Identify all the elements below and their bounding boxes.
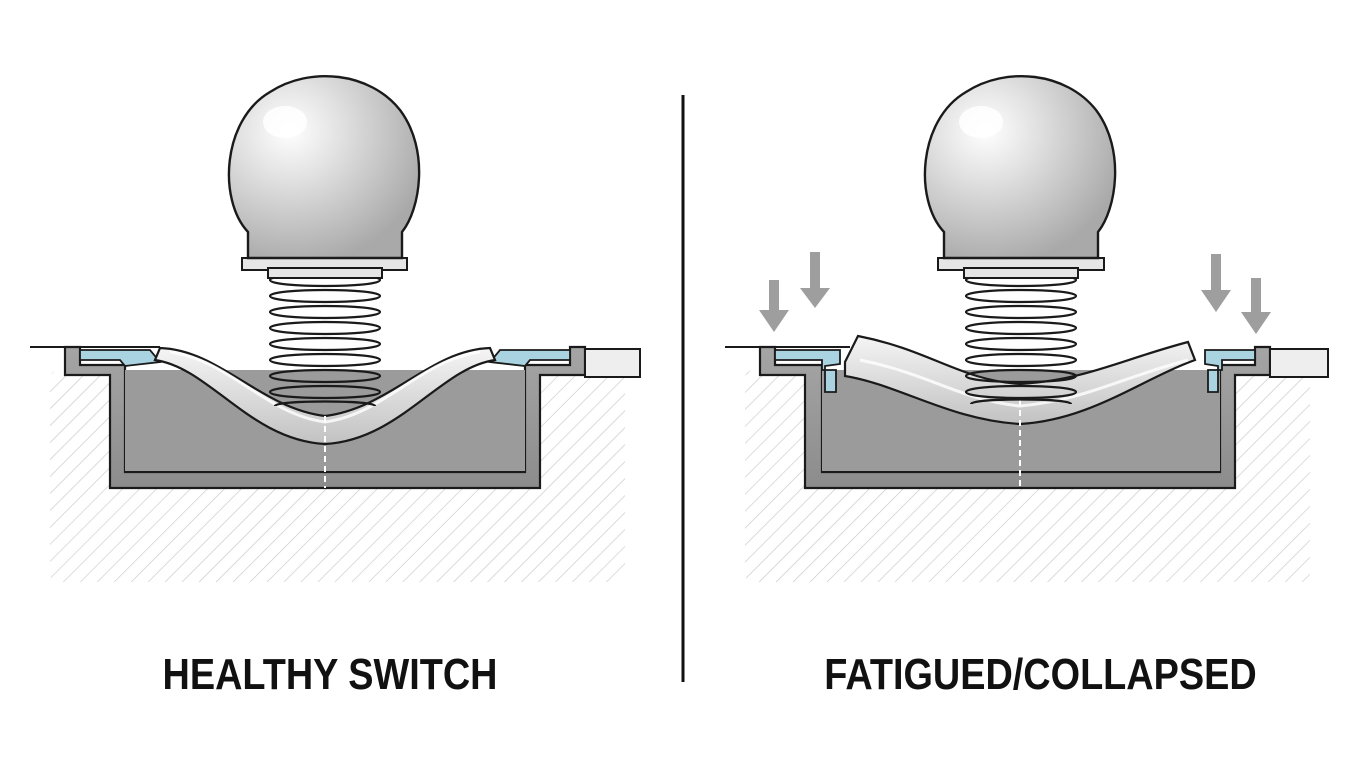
collapsed-dome <box>843 334 1197 426</box>
down-arrow-icon <box>1201 254 1231 312</box>
flange-plate <box>1269 348 1329 378</box>
gasket-left <box>79 349 162 367</box>
flange-plate <box>584 348 641 378</box>
healthy-switch-illustration <box>30 75 641 582</box>
ball-actuator <box>923 75 1117 260</box>
ball-actuator <box>227 75 421 260</box>
down-arrow-icon <box>800 252 830 308</box>
housing-cup <box>63 345 587 490</box>
gasket-right <box>1204 349 1256 393</box>
gasket-right <box>488 349 571 367</box>
healthy-switch-label: HEALTHY SWITCH <box>162 650 498 699</box>
housing-cup <box>758 345 1272 490</box>
gasket-left <box>774 349 841 393</box>
down-arrow-icon <box>759 280 789 332</box>
fatigued-switch-label: FATIGUED/COLLAPSED <box>824 650 1257 699</box>
spring-coil <box>268 272 382 408</box>
fatigued-switch-illustration <box>725 75 1329 582</box>
down-arrow-icon <box>1241 278 1271 334</box>
